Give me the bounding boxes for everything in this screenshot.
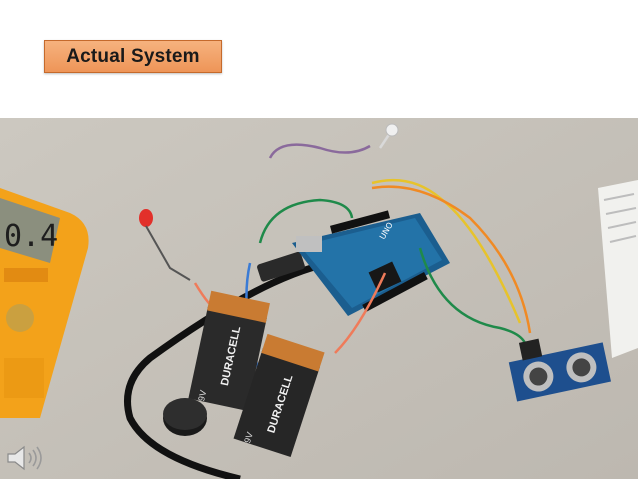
ultrasonic-sensor bbox=[508, 338, 612, 402]
jumper-wires bbox=[193, 129, 532, 369]
battery-left: DURACELL 9V bbox=[188, 290, 270, 411]
arduino-board: UNO bbox=[292, 210, 450, 316]
battery-left-voltage: 9V bbox=[196, 389, 208, 402]
multimeter-reading: 0.4 bbox=[4, 219, 58, 254]
usb-cable bbox=[124, 259, 331, 479]
slide-title: Actual System bbox=[66, 45, 200, 67]
system-photo: 0.4 UNO bbox=[0, 118, 638, 479]
multimeter: 0.4 bbox=[0, 188, 89, 418]
breadboard bbox=[598, 180, 638, 358]
battery-right-voltage: 9V bbox=[242, 431, 255, 445]
tabletop bbox=[0, 118, 638, 479]
buzzer bbox=[163, 398, 207, 436]
slide-title-box: Actual System bbox=[44, 40, 222, 73]
red-led bbox=[139, 209, 191, 281]
clear-led bbox=[385, 123, 399, 137]
battery-right: DURACELL 9V bbox=[233, 333, 325, 458]
speaker-icon bbox=[7, 445, 42, 471]
audio-speaker-button[interactable] bbox=[6, 444, 46, 472]
